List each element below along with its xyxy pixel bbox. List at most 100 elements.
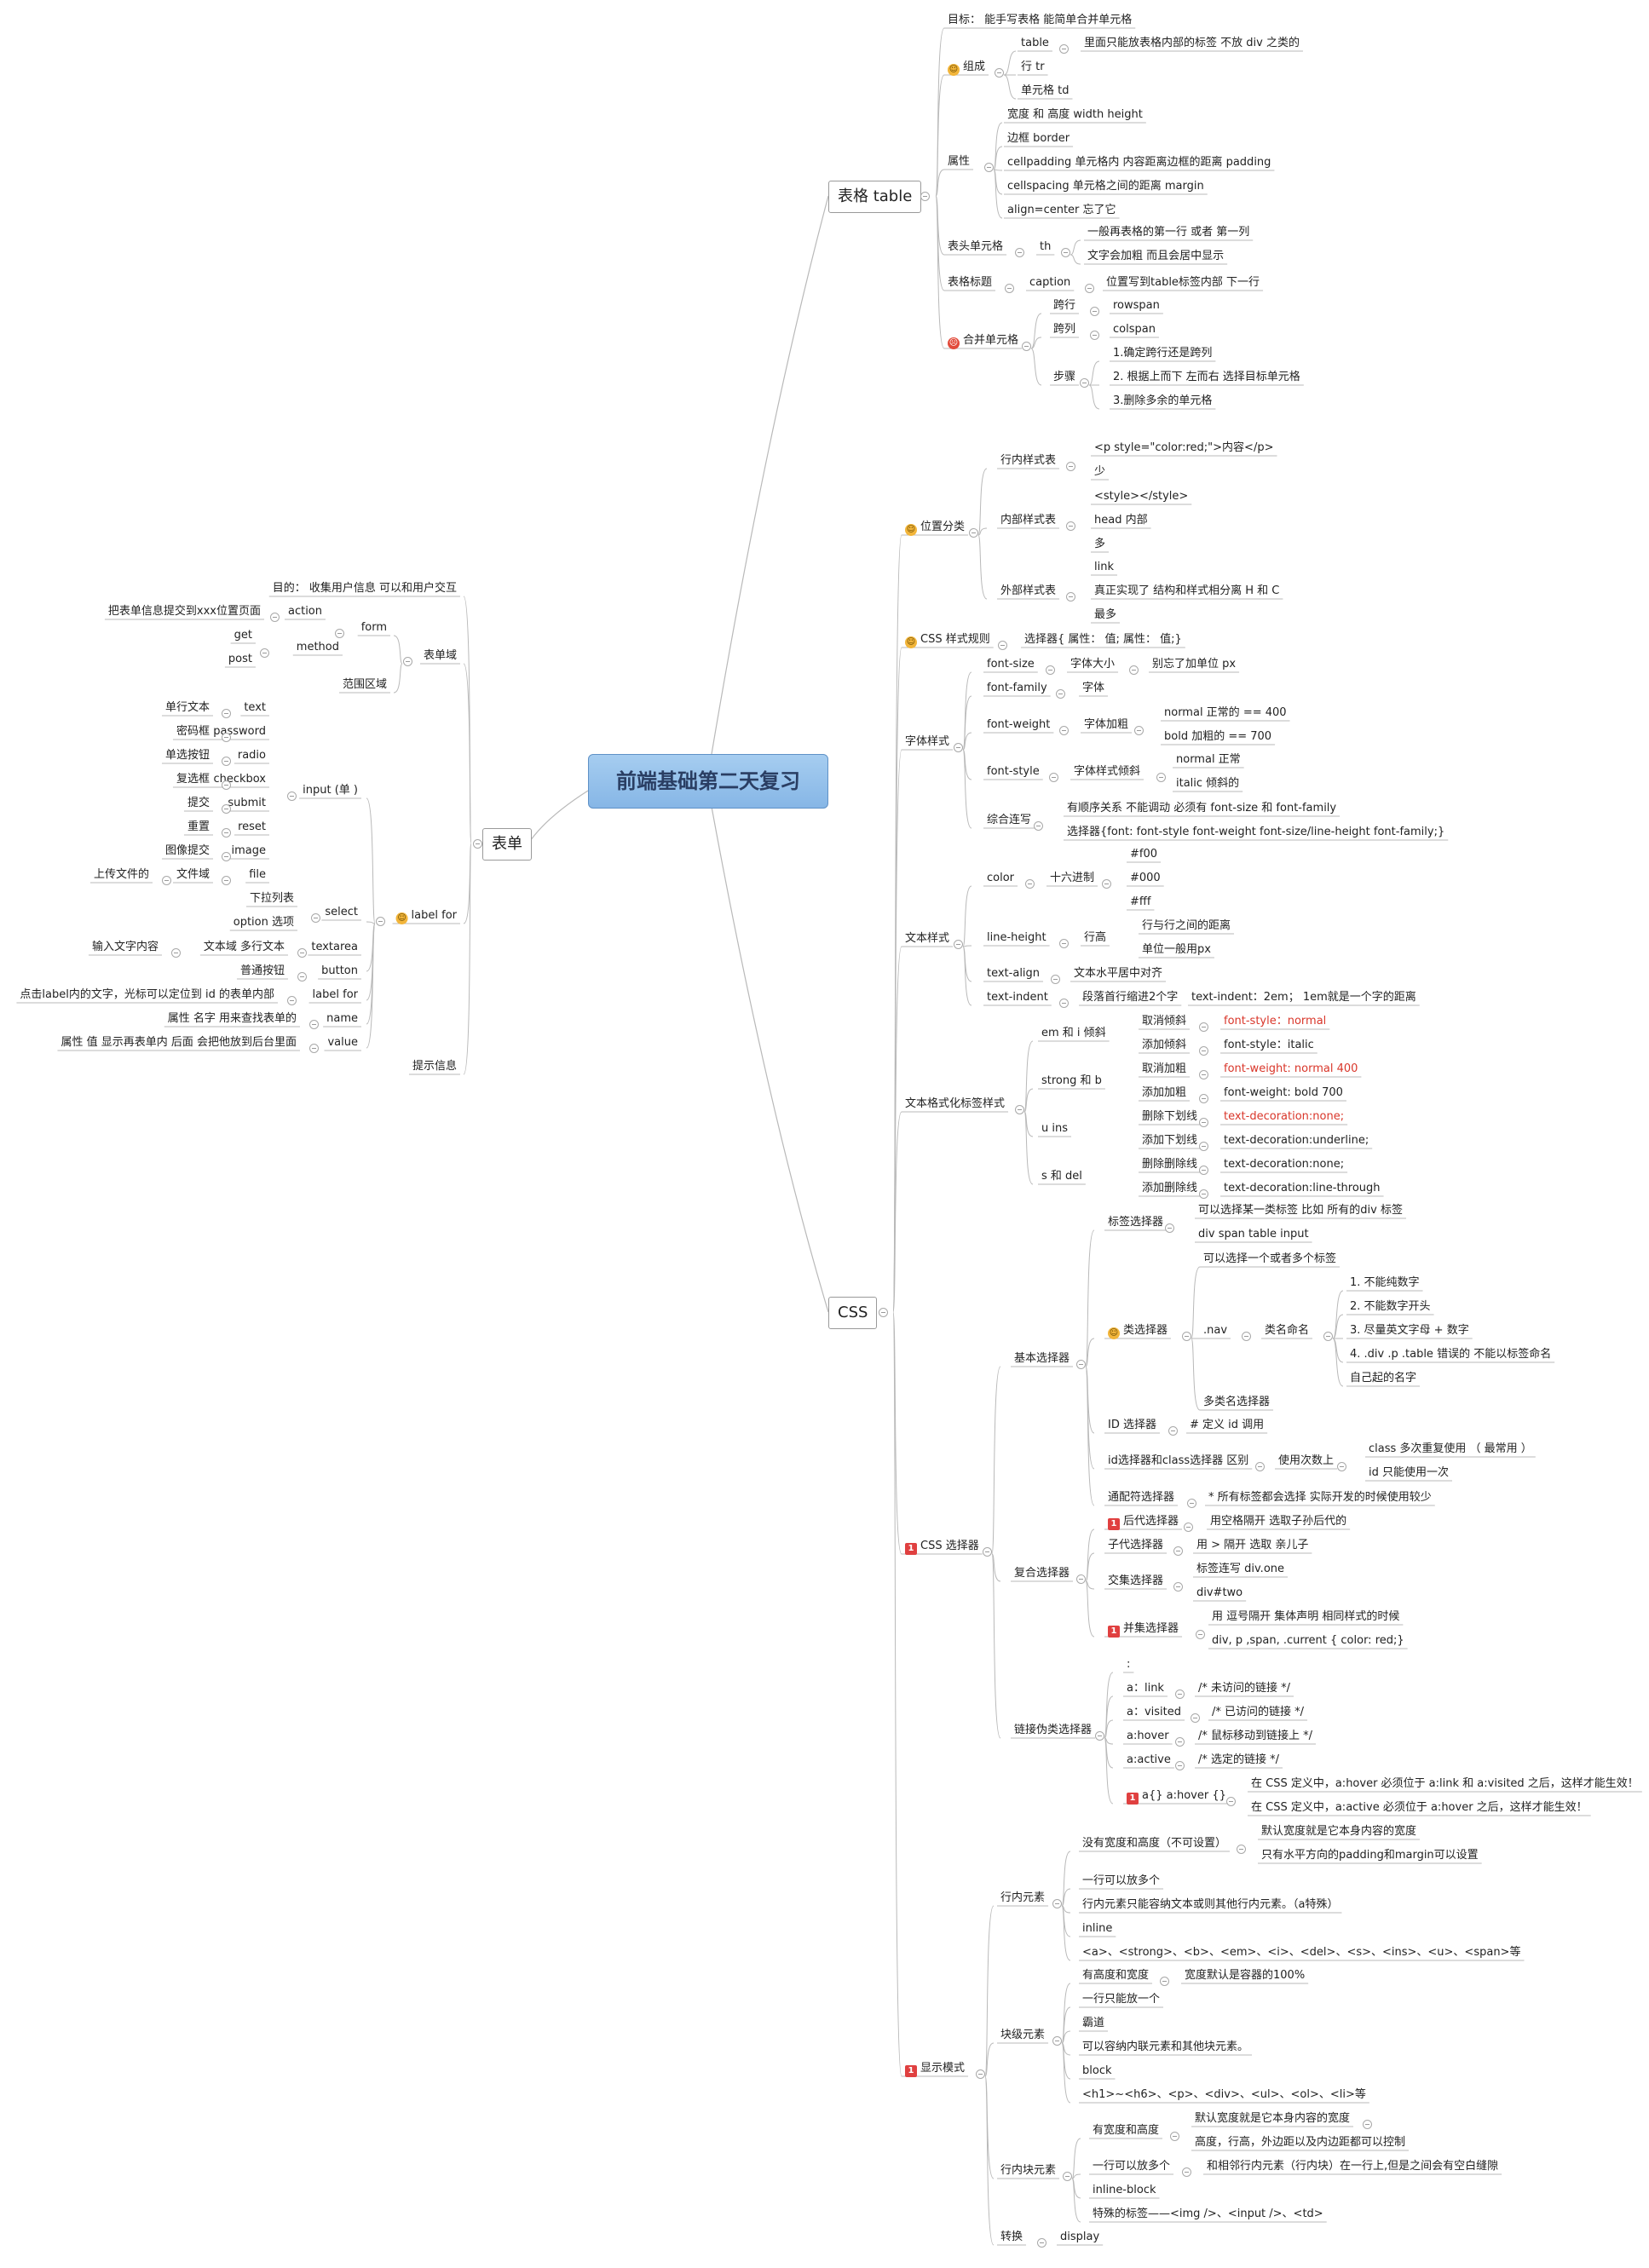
table-attr-4[interactable]: align=center 忘了它 — [1007, 204, 1116, 217]
font-size-note[interactable]: 别忘了加单位 px — [1152, 658, 1236, 671]
collapse-toggle[interactable] — [1052, 2036, 1062, 2046]
class-selector[interactable]: ☺类选择器 — [1108, 1324, 1168, 1339]
collapse-toggle[interactable] — [995, 68, 1004, 78]
pseudo-0[interactable]: a：link — [1127, 1682, 1164, 1695]
diff-id[interactable]: id 只能使用一次 — [1369, 1466, 1449, 1480]
inline-item-1[interactable]: 行内元素只能容纳文本或则其他行内元素。（a特殊） — [1082, 1898, 1338, 1912]
font-node[interactable]: 字体样式 — [905, 735, 949, 749]
collapse-toggle[interactable] — [1066, 592, 1075, 602]
collapse-toggle[interactable] — [1049, 773, 1058, 782]
font-style[interactable]: font-style — [987, 765, 1040, 779]
font-weight[interactable]: font-weight — [987, 718, 1050, 732]
collapse-toggle[interactable] — [287, 996, 297, 1005]
text-align[interactable]: text-align — [987, 967, 1040, 981]
rowspan-val[interactable]: rowspan — [1113, 299, 1160, 313]
child-note[interactable]: 用 > 隔开 选取 亲儿子 — [1196, 1539, 1308, 1552]
th-note-1[interactable]: 文字会加粗 而且会居中显示 — [1087, 250, 1224, 263]
format-s-act-1[interactable]: 添加删除线 — [1142, 1182, 1197, 1195]
id-selector-note[interactable]: # 定义 id 调用 — [1190, 1419, 1264, 1432]
collapse-toggle[interactable] — [222, 733, 231, 742]
collapse-toggle[interactable] — [1168, 1426, 1178, 1436]
pseudo-1[interactable]: a：visited — [1127, 1706, 1181, 1719]
collapse-toggle[interactable] — [1059, 939, 1069, 948]
collapse-toggle[interactable] — [1196, 1630, 1205, 1639]
font-combo-1[interactable]: 选择器{font: font-style font-weight font-si… — [1067, 826, 1444, 839]
input-type-2[interactable]: radio — [238, 749, 266, 763]
collapse-toggle[interactable] — [1015, 248, 1024, 257]
convert-display[interactable]: display — [1060, 2231, 1099, 2244]
format-strong-act-0[interactable]: 取消加粗 — [1142, 1062, 1186, 1076]
collapse-toggle[interactable] — [1160, 1977, 1169, 1986]
naming-rule-2[interactable]: 3. 尽量英文字母 + 数字 — [1350, 1324, 1469, 1338]
collapse-toggle[interactable] — [222, 828, 231, 838]
internal-style-1[interactable]: head 内部 — [1094, 514, 1148, 527]
name-note[interactable]: 属性 名字 用来查找表单的 — [168, 1012, 297, 1026]
collapse-toggle[interactable] — [1173, 1582, 1183, 1592]
form-tag[interactable]: form — [361, 621, 387, 635]
rowspan-key[interactable]: 跨行 — [1053, 299, 1075, 313]
class-nav[interactable]: .nav — [1203, 1324, 1227, 1338]
select-item-0[interactable]: 下拉列表 — [250, 892, 294, 906]
font-family[interactable]: font-family — [987, 682, 1047, 695]
tag-selector[interactable]: 标签选择器 — [1108, 1216, 1163, 1229]
collapse-toggle[interactable] — [969, 528, 978, 538]
external-style-2[interactable]: 最多 — [1094, 608, 1116, 622]
form-branch[interactable]: 表单 — [482, 828, 532, 861]
input-tag[interactable]: input (单 ) — [303, 784, 358, 797]
collapse-toggle[interactable] — [1061, 248, 1070, 257]
inline-wh[interactable]: 没有宽度和高度（不可设置） — [1082, 1837, 1226, 1851]
textarea-key[interactable]: 文本域 多行文本 — [204, 941, 285, 954]
css-rule-text[interactable]: 选择器{ 属性： 值; 属性： 值;} — [1024, 633, 1182, 647]
collapse-toggle[interactable] — [171, 948, 181, 958]
table-attr-1[interactable]: 边框 border — [1007, 132, 1070, 146]
format-em-val-0[interactable]: font-style：normal — [1224, 1015, 1326, 1028]
collapse-toggle[interactable] — [1175, 1689, 1185, 1699]
collapse-toggle[interactable] — [1056, 689, 1065, 699]
position-node[interactable]: ☺位置分类 — [905, 521, 965, 536]
input-desc-2[interactable]: 单选按钮 — [165, 749, 210, 763]
collapse-toggle[interactable] — [1066, 521, 1075, 531]
collapse-toggle[interactable] — [1182, 1332, 1191, 1341]
select-item-1[interactable]: option 选项 — [234, 916, 294, 930]
collapse-toggle[interactable] — [954, 743, 963, 752]
table-attr-2[interactable]: cellpadding 单元格内 内容距离边框的距离 padding — [1007, 156, 1271, 170]
collapse-toggle[interactable] — [1199, 1046, 1208, 1056]
line-height-desc[interactable]: 行高 — [1084, 931, 1106, 945]
collapse-toggle[interactable] — [222, 804, 231, 814]
text-color[interactable]: color — [987, 872, 1014, 885]
form-toggle[interactable] — [473, 839, 482, 849]
font-weight-normal[interactable]: normal 正常的 == 400 — [1164, 706, 1287, 720]
format-strong-val-0[interactable]: font-weight: normal 400 — [1224, 1062, 1358, 1076]
block-wh[interactable]: 有高度和宽度 — [1082, 1969, 1149, 1983]
internal-style-2[interactable]: 多 — [1094, 538, 1105, 551]
collapse-toggle[interactable] — [1184, 1523, 1193, 1532]
collapse-toggle[interactable] — [309, 1020, 319, 1029]
convert-node[interactable]: 转换 — [1000, 2231, 1023, 2244]
table-branch[interactable]: 表格 table — [828, 181, 922, 213]
inline-item-2[interactable]: inline — [1082, 1922, 1112, 1936]
input-type-7[interactable]: file — [249, 868, 266, 882]
css-rule[interactable]: ☺CSS 样式规则 — [905, 633, 990, 648]
collapse-toggle[interactable] — [1191, 1713, 1200, 1723]
form-field[interactable]: 表单域 — [424, 649, 457, 663]
color-f00[interactable]: #f00 — [1130, 848, 1157, 861]
table-tag[interactable]: table — [1021, 37, 1049, 50]
ib-wh-1[interactable]: 高度，行高，外边距以及内边距都可以控制 — [1195, 2136, 1405, 2150]
collapse-toggle[interactable] — [1173, 1546, 1183, 1556]
collapse-toggle[interactable] — [1199, 1166, 1208, 1175]
format-strong-act-1[interactable]: 添加加粗 — [1142, 1086, 1186, 1100]
collapse-toggle[interactable] — [297, 948, 307, 958]
line-height-note-0[interactable]: 行与行之间的距离 — [1142, 919, 1231, 933]
caption-node[interactable]: 表格标题 — [948, 276, 992, 290]
collapse-toggle[interactable] — [260, 648, 269, 658]
inline-elements[interactable]: 行内元素 — [1000, 1891, 1045, 1905]
format-s[interactable]: s 和 del — [1041, 1170, 1082, 1183]
id-class-diff-key[interactable]: 使用次数上 — [1278, 1454, 1334, 1468]
pseudo-note-2[interactable]: /* 鼠标移动到链接上 */ — [1198, 1730, 1312, 1743]
collapse-toggle[interactable] — [1165, 1223, 1174, 1233]
collapse-toggle[interactable] — [1175, 1761, 1185, 1770]
post-val[interactable]: post — [228, 653, 252, 666]
collapse-toggle[interactable] — [287, 791, 297, 801]
collapse-toggle[interactable] — [1063, 2172, 1072, 2181]
